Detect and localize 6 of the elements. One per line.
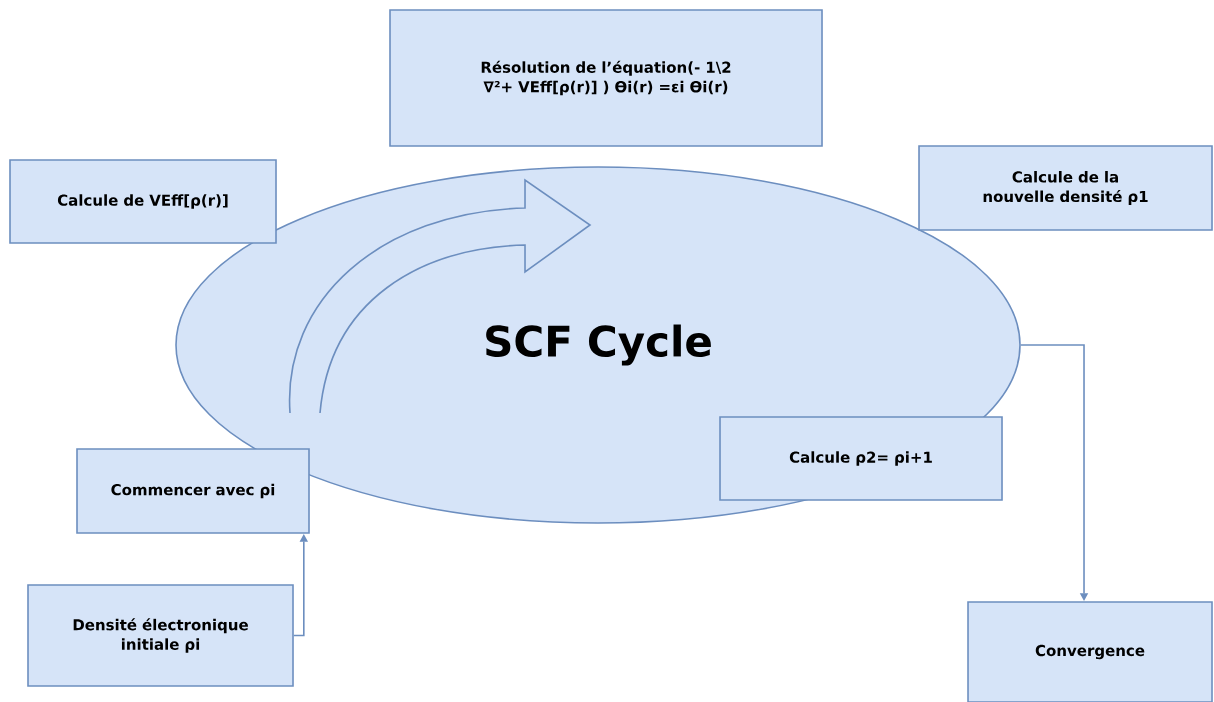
process-box: Calcule de la nouvelle densité ρ1 [918,145,1213,231]
process-box: Calcule de VEff[ρ(r)] [9,159,277,244]
process-box: Résolution de l’équation(- 1\2 ∇²+ VEff[ρ(r)] ) Ɵi(r) =εi Ɵi(r) [389,9,823,147]
process-box: Densité électronique initiale ρi [27,584,294,687]
process-box: Commencer avec ρi [76,448,310,534]
process-box: Convergence [967,601,1213,702]
